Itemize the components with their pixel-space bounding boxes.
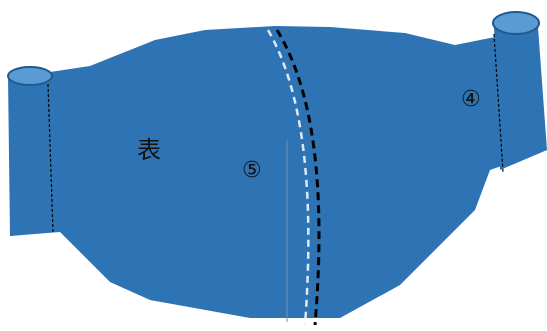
step-5-marker: ⑤ [242,160,262,182]
mask-panel [10,26,547,318]
front-side-label: 表 [137,138,161,162]
step-4-marker: ④ [461,89,481,111]
right-ear-loop-icon [493,12,539,34]
left-ear-tube [8,76,52,236]
left-ear-loop-icon [8,67,52,85]
right-ear-tube [494,27,547,170]
